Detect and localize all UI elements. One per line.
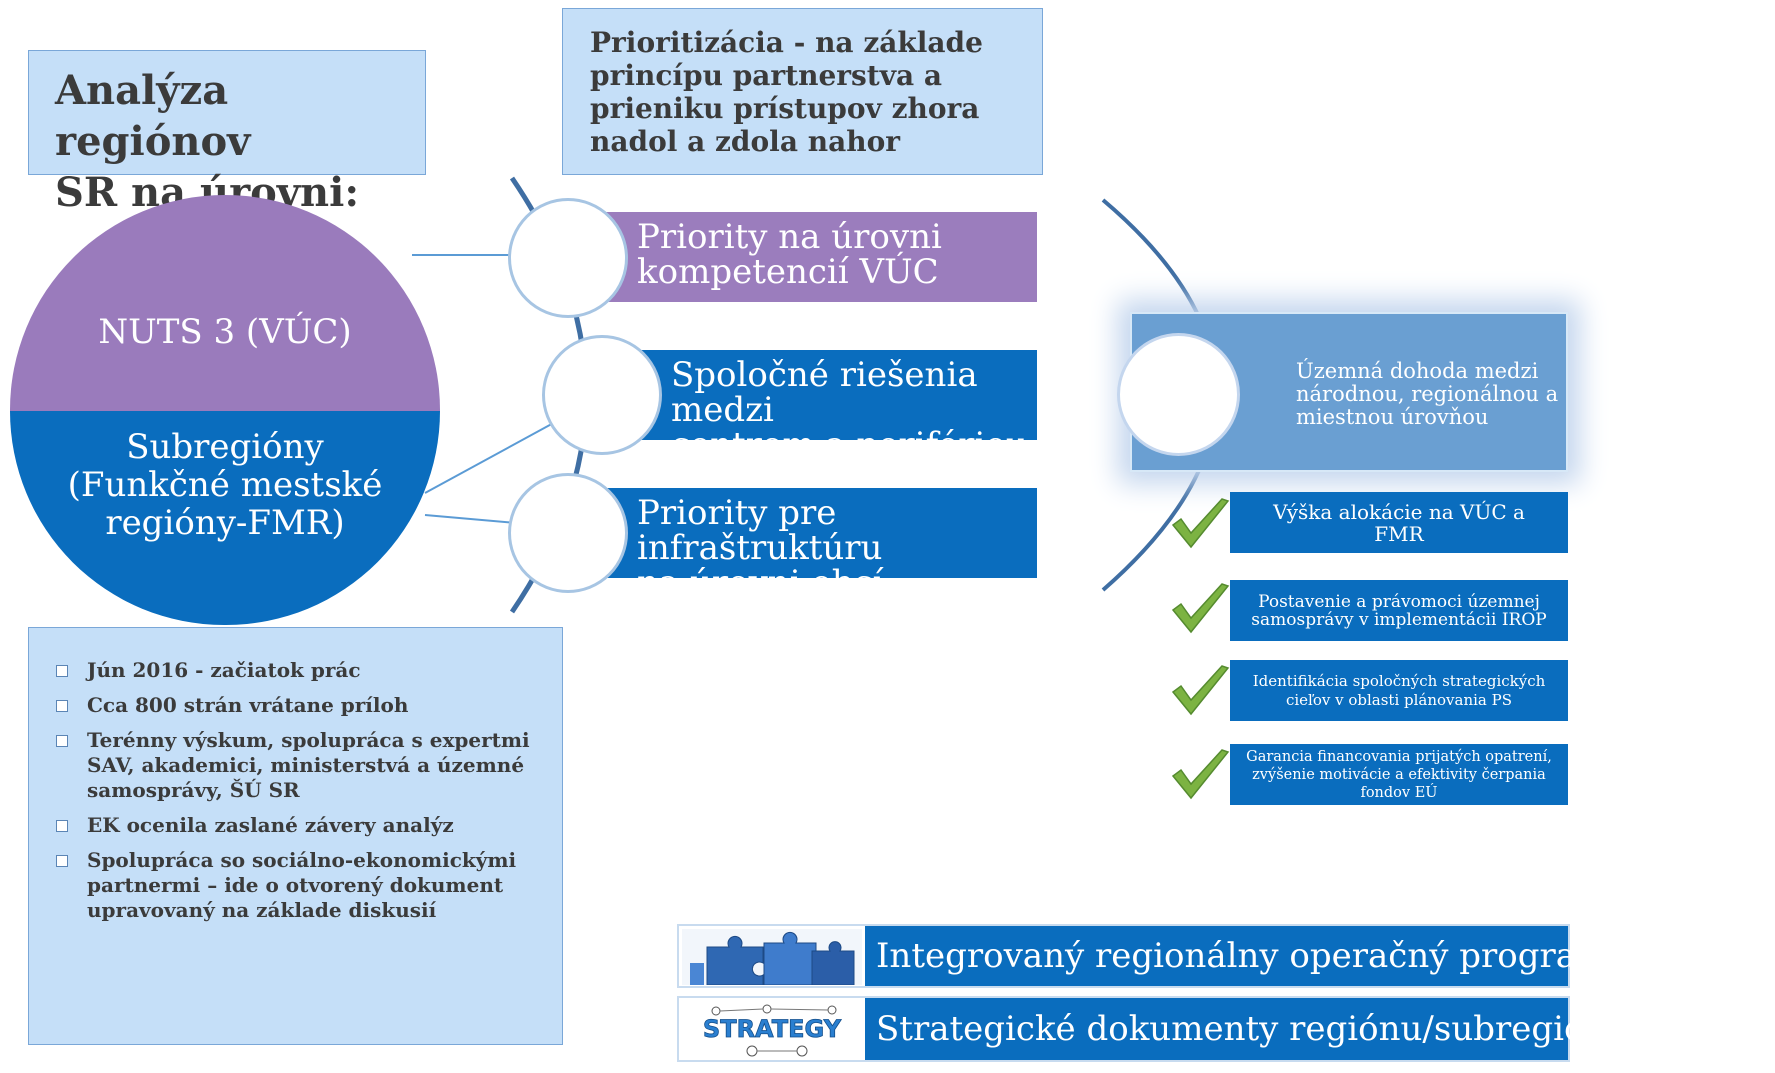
priority-bar-line: centrom a perifériou	[671, 425, 1028, 465]
priority-bar-infrastructure: Priority pre infraštruktúru na úrovni ob…	[560, 488, 1037, 601]
irop-banner-label: Integrovaný regionálny operačný program	[865, 926, 1608, 986]
agreement-text-line: miestnou úrovňou	[1296, 405, 1489, 429]
analysis-title-line1: Analýza regiónov	[55, 67, 251, 165]
check-item-line: Identifikácia spoločných strategických	[1252, 671, 1546, 690]
bullet-line: partnermi – ide o otvorený dokument	[87, 873, 504, 897]
check-item-competences: Postavenie a právomoci územnej samospráv…	[1230, 580, 1568, 641]
checkmark-icon	[1171, 583, 1230, 634]
prioritization-line: princípu partnerstva a	[590, 59, 943, 92]
priority-node-circle	[508, 198, 628, 318]
bullet-line: samosprávy, ŠÚ SR	[87, 778, 300, 802]
bullet-item: Terénny výskum, spolupráca s expertmi SA…	[56, 728, 552, 803]
prioritization-line: Prioritizácia - na základe	[590, 26, 983, 59]
irop-banner: Integrovaný regionálny operačný program	[677, 924, 1608, 988]
agreement-text: Územná dohoda medzi národnou, regionálno…	[1296, 360, 1566, 429]
subregions-label-line: regióny-FMR)	[105, 503, 345, 543]
project-facts-box: Jún 2016 - začiatok prác Cca 800 strán v…	[28, 627, 563, 1045]
priority-bar-line: na úrovni obcí	[637, 563, 884, 603]
prioritization-line: nadol a zdola nahor	[590, 125, 900, 158]
bullet-item: EK ocenila zaslané závery analýz	[56, 813, 552, 838]
checkmark-icon	[1171, 665, 1230, 716]
check-item-line: FMR	[1374, 521, 1424, 546]
bullet-item: Cca 800 strán vrátane príloh	[56, 693, 552, 718]
subregions-label-line: Subregióny	[126, 427, 324, 467]
check-item-line: zvýšenie motivácie a efektivity čerpania	[1252, 766, 1546, 783]
check-item-line: Výška alokácie na VÚC a	[1273, 499, 1525, 524]
priority-bar-vuc: Priority na úrovni kompetencií VÚC	[560, 212, 1037, 302]
strategy-banner-label: Strategické dokumenty regiónu/subregiónu	[865, 998, 1628, 1060]
bullet-line: SAV, akademici, ministerstvá a územné	[87, 753, 525, 777]
priority-bar-line: kompetencií VÚC	[637, 252, 939, 292]
prioritization-box: Prioritizácia - na základe princípu part…	[562, 8, 1043, 175]
agreement-text-line: Územná dohoda medzi	[1296, 359, 1539, 383]
bullet-line: Jún 2016 - začiatok prác	[87, 658, 361, 682]
bullet-line: upravovaný na základe diskusií	[87, 898, 437, 922]
strategy-image-text: STRATEGY	[703, 1015, 842, 1043]
priority-bar-center-periphery: Spoločné riešenia medzi centrom a perifé…	[596, 350, 1037, 463]
puzzle-pieces-image	[682, 929, 862, 985]
checkmark-icon	[1171, 749, 1230, 800]
check-item-line: samosprávy v implementácii IROP	[1251, 609, 1547, 630]
check-item-allocation: Výška alokácie na VÚC a FMR	[1230, 492, 1568, 553]
bullet-line: Terénny výskum, spolupráca s expertmi	[87, 728, 530, 752]
bullet-line: EK ocenila zaslané závery analýz	[87, 813, 454, 837]
check-item-financing: Garancia financovania prijatých opatrení…	[1230, 744, 1568, 805]
bullet-box-icon	[56, 665, 68, 677]
check-item-line: Garancia financovania prijatých opatrení…	[1246, 748, 1552, 765]
bullet-box-icon	[56, 820, 68, 832]
bullet-item: Spolupráca so sociálno-ekonomickými part…	[56, 848, 552, 923]
bullet-line: Cca 800 strán vrátane príloh	[87, 693, 409, 717]
strategy-image: STRATEGY	[682, 1001, 862, 1057]
priority-node-circle	[508, 473, 628, 593]
agreement-node-circle	[1117, 333, 1240, 456]
prioritization-line: prieniku prístupov zhora	[590, 92, 980, 125]
bullet-box-icon	[56, 700, 68, 712]
bullet-box-icon	[56, 855, 68, 867]
analysis-title-box: Analýza regiónov SR na úrovni:	[28, 50, 426, 216]
bullet-line: Spolupráca so sociálno-ekonomickými	[87, 848, 517, 872]
check-item-line: cieľov v oblasti plánovania PS	[1285, 690, 1513, 709]
bullet-box-icon	[56, 735, 68, 747]
priority-bar-line: Priority pre infraštruktúru	[637, 493, 883, 568]
subregions-label: Subregióny (Funkčné mestské regióny-FMR)	[10, 428, 440, 542]
strategy-banner: STRATEGY Strategické dokumenty regiónu/s…	[677, 996, 1628, 1062]
checkmark-icon	[1171, 498, 1230, 549]
check-item-strategic-goals: Identifikácia spoločných strategických c…	[1230, 660, 1568, 721]
subregions-label-line: (Funkčné mestské	[67, 465, 383, 505]
check-item-line: fondov EÚ	[1360, 784, 1438, 801]
priority-bar-line: Spoločné riešenia medzi	[671, 355, 978, 430]
agreement-text-line: národnou, regionálnou a	[1296, 382, 1559, 406]
priority-node-circle	[542, 335, 662, 455]
nuts3-label: NUTS 3 (VÚC)	[98, 312, 352, 352]
priority-bar-line: Priority na úrovni	[637, 217, 942, 257]
check-item-line: Postavenie a právomoci územnej	[1258, 591, 1540, 612]
bullet-item: Jún 2016 - začiatok prác	[56, 658, 552, 683]
